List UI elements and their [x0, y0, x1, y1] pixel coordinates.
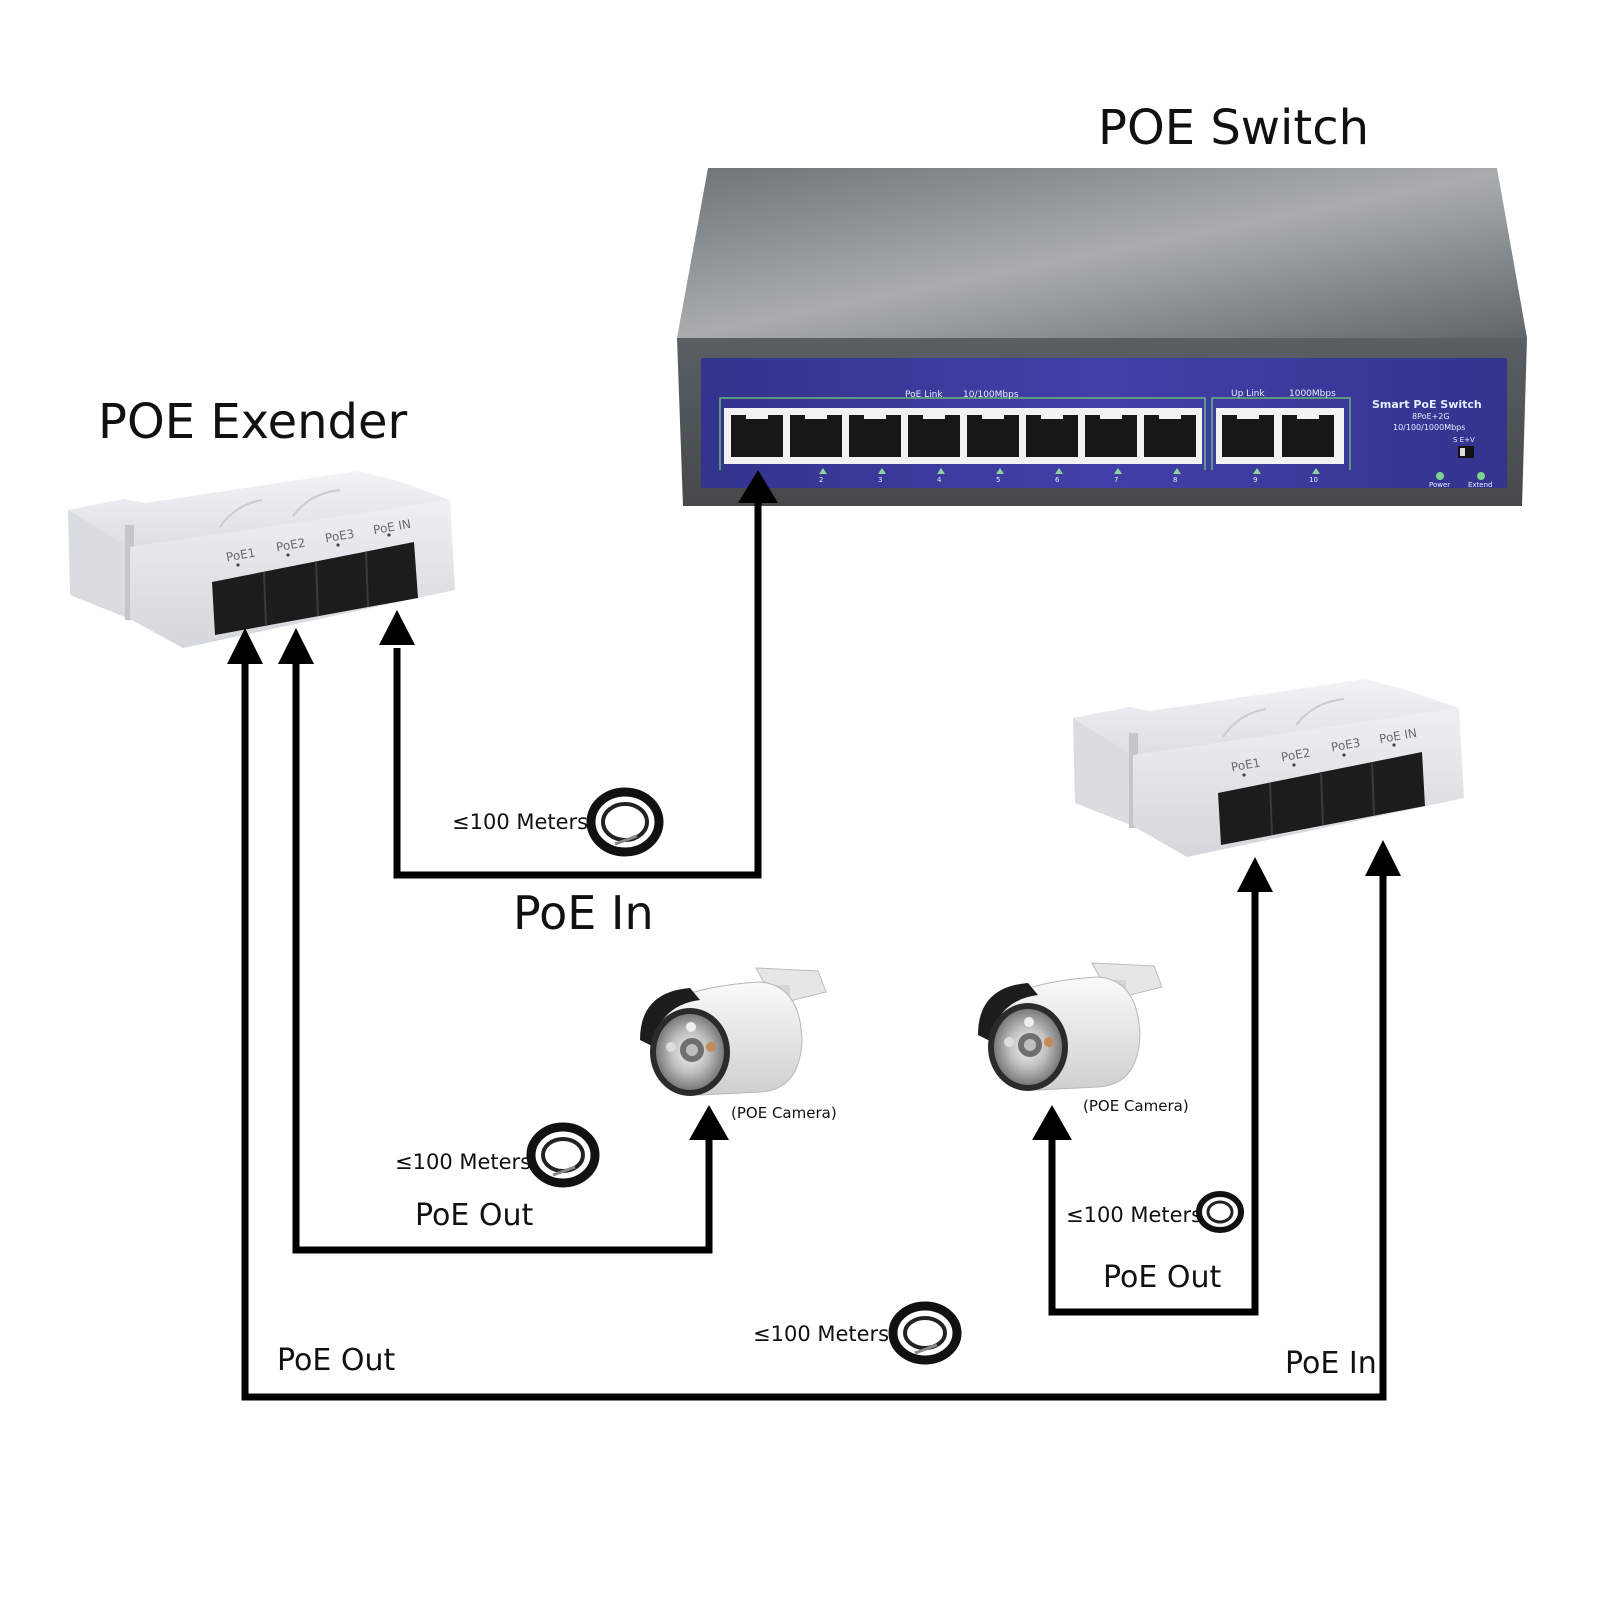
extender-left-top-curves [219, 489, 341, 528]
switch-port-2 [790, 413, 842, 457]
switch-port-number: 7 [1114, 476, 1119, 484]
link-label-poe-out: PoE Out [1103, 1260, 1222, 1295]
link-label-poe-in: PoE In [513, 886, 654, 940]
switch-port-number: 4 [937, 476, 942, 484]
link-label-poe-in: PoE In [1285, 1346, 1377, 1381]
arrow-head-up [1237, 857, 1273, 892]
switch-port-8 [1144, 413, 1196, 457]
switch-brand-label: Smart PoE Switch [1372, 398, 1482, 411]
camera-right-caption: (POE Camera) [1083, 1097, 1189, 1115]
cable-coil-icon [888, 1301, 962, 1365]
arrow-head-up [227, 628, 263, 664]
extender-left-end [68, 510, 130, 619]
connection-extender-right-poe1-to-camera-right [1048, 880, 1259, 1316]
switch-poe-link-label: PoE Link [905, 390, 943, 400]
switch-top-face [677, 168, 1527, 338]
switch-port-6 [1026, 413, 1078, 457]
distance-label: ≤100 Meters [1066, 1203, 1203, 1227]
extender-left-slot [125, 525, 134, 620]
extender-right-end [1073, 718, 1133, 826]
port-leds [819, 468, 1320, 474]
camera-left-lens-glass [686, 1044, 698, 1056]
connection-switch-to-extender-in [393, 503, 762, 879]
extend-led-icon [1477, 472, 1485, 480]
cable-coil-icon [586, 787, 664, 857]
switch-dip-label: S E+V [1453, 436, 1475, 444]
distance-label: ≤100 Meters [753, 1322, 890, 1346]
extender-left-port-dots [236, 533, 391, 567]
switch-extend-label: Extend [1468, 481, 1493, 489]
camera-left-caption: (POE Camera) [731, 1104, 837, 1122]
switch-port-5 [967, 413, 1019, 457]
poe-switch-title: POE Switch [1098, 100, 1370, 156]
extender-right-top-curves [1222, 698, 1345, 738]
switch-port-4 [908, 413, 960, 457]
switch-speed-right-label: 1000Mbps [1289, 389, 1336, 399]
extender-left-top [68, 471, 450, 547]
switch-uplink-label: Up Link [1231, 389, 1265, 399]
power-led-icon [1436, 472, 1444, 480]
link-label-poe-out: PoE Out [415, 1198, 534, 1233]
poe-switch [677, 168, 1527, 506]
switch-port-number: 3 [878, 476, 883, 484]
connection-extender-poe1-to-extender-right-in [241, 660, 1387, 1401]
switch-port-number: 6 [1055, 476, 1060, 484]
switch-port-9 [1222, 413, 1274, 457]
arrow-head-up [1032, 1105, 1072, 1140]
poe-camera-left [640, 967, 827, 1096]
arrow-head-up [738, 470, 778, 503]
poe-extender-left [68, 471, 455, 648]
poe-extender-title: POE Exender [98, 394, 408, 450]
connection-extender-poe2-to-camera-left [292, 660, 713, 1254]
switch-port-10 [1282, 413, 1334, 457]
camera-left-ir-led-2 [706, 1042, 716, 1052]
arrow-head-up [379, 610, 415, 645]
camera-right-ir-led-2 [1044, 1037, 1054, 1047]
camera-left-ir-led-3 [686, 1022, 696, 1032]
cable-coil-icon [1196, 1191, 1244, 1233]
camera-left-ir-led [666, 1042, 676, 1052]
arrow-head-up [1365, 840, 1401, 876]
switch-port-number: 10 [1309, 476, 1318, 484]
switch-port-number: 8 [1173, 476, 1178, 484]
switch-speed-left-label: 10/100Mbps [963, 390, 1019, 400]
switch-port-number: 2 [819, 476, 824, 484]
arrow-head-up [278, 628, 314, 664]
switch-port-number: 5 [996, 476, 1001, 484]
camera-right-lens-glass [1024, 1039, 1036, 1051]
cable-coil-icon [526, 1122, 600, 1188]
link-label-poe-out: PoE Out [277, 1343, 396, 1378]
poe-camera-right [978, 962, 1163, 1091]
distance-label: ≤100 Meters [395, 1150, 532, 1174]
camera-right-ir-led [1004, 1037, 1014, 1047]
dip-switch-lever [1460, 448, 1465, 456]
arrow-head-up [689, 1105, 729, 1140]
switch-power-label: Power [1429, 481, 1451, 489]
switch-port-1 [731, 413, 783, 457]
uplink-bracket [1211, 397, 1351, 470]
switch-port-7 [1085, 413, 1137, 457]
distance-label: ≤100 Meters [452, 810, 589, 834]
extender-right-port-dots [1242, 743, 1396, 777]
extender-right-top [1073, 679, 1459, 755]
poe-link-bracket [719, 397, 1206, 470]
switch-speed-spec-label: 10/100/1000Mbps [1393, 423, 1466, 432]
switch-port-number: 9 [1253, 476, 1258, 484]
switch-model-label: 8PoE+2G [1412, 412, 1450, 421]
switch-port-3 [849, 413, 901, 457]
poe-extender-right [1073, 679, 1464, 857]
camera-right-ir-led-3 [1024, 1017, 1034, 1027]
